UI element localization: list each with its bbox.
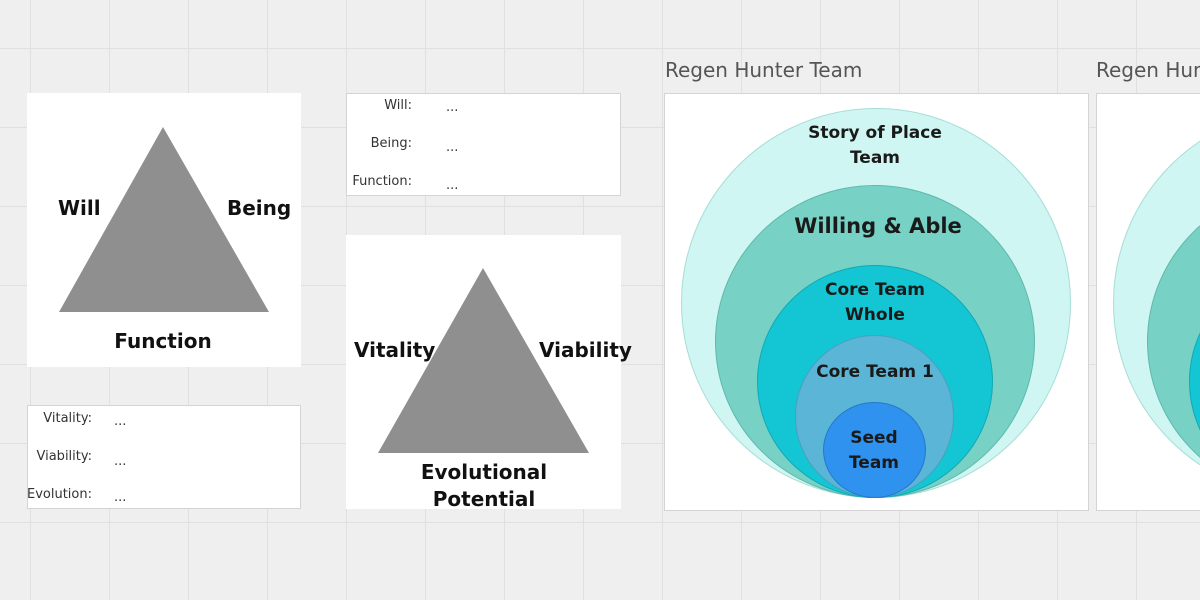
field-value[interactable]: ... xyxy=(114,414,127,429)
circle-label-core-team-1: Core Team 1 xyxy=(775,360,975,385)
vertex-label-being: Being xyxy=(227,196,292,220)
triangle-polygon xyxy=(59,127,269,312)
notes-row-evolution: Evolution: ... xyxy=(27,487,302,509)
notes-row-viability: Viability: ... xyxy=(28,449,302,473)
frame-regen-hunter-team-2[interactable] xyxy=(1096,93,1200,511)
field-value[interactable]: ... xyxy=(446,100,459,115)
triangle-polygon xyxy=(378,268,589,453)
circle-label-line: Willing & Able xyxy=(794,214,962,238)
field-label: Being: xyxy=(370,136,412,151)
frame-2-title-clip: Regen Hunter Team xyxy=(1096,58,1200,88)
field-value[interactable]: ... xyxy=(446,140,459,155)
vertex-label-function: Function xyxy=(114,329,212,353)
frame-title[interactable]: Regen Hunter Team xyxy=(665,58,863,82)
circle-label-story-of-place: Story of Place Team xyxy=(775,121,975,170)
vertex-label-evolutional: Evolutional xyxy=(420,460,548,484)
notes-row-function: Function: ... xyxy=(347,174,622,196)
notes-row-being: Being: ... xyxy=(347,136,622,160)
field-label: Viability: xyxy=(36,449,93,464)
vertex-label-vitality: Vitality xyxy=(354,338,436,362)
triangle-shape xyxy=(59,127,269,312)
field-value[interactable]: ... xyxy=(446,178,459,193)
triangle-card-vitality-viability[interactable]: Vitality Viability Evolutional Potential xyxy=(346,235,632,511)
circle-label-seed-team: Seed Team xyxy=(774,426,974,475)
circle-label-line: Core Team xyxy=(824,280,926,300)
notes-card-vitality-viability-evolution[interactable]: Vitality: ... Viability: ... Evolution: … xyxy=(27,405,301,509)
circle-label-line: Seed xyxy=(850,428,898,448)
vertex-label-potential: Potential xyxy=(432,487,536,511)
circle-seed-team[interactable] xyxy=(823,402,926,498)
field-label: Will: xyxy=(384,98,412,113)
notes-row-vitality: Vitality: ... xyxy=(28,411,302,435)
notes-card-will-being-function[interactable]: Will: ... Being: ... Function: ... xyxy=(346,93,621,196)
circle-label-line: Whole xyxy=(845,304,905,325)
notes-row-will: Will: ... xyxy=(347,98,622,122)
field-value[interactable]: ... xyxy=(114,454,127,469)
vertex-label-will: Will xyxy=(58,196,101,220)
field-label: Function: xyxy=(352,174,412,189)
circle-label-line: Story of Place xyxy=(808,123,942,143)
vertex-label-viability: Viability xyxy=(539,338,632,362)
frame-title[interactable]: Regen Hunter Team xyxy=(1096,58,1200,82)
field-label: Evolution: xyxy=(27,487,92,502)
triangle-card-will-being-function[interactable]: Will Being Function xyxy=(27,93,301,367)
circle-label-willing-and-able: Willing & Able xyxy=(778,211,978,241)
circle-label-line: Core Team 1 xyxy=(816,362,934,382)
circle-label-line: Team xyxy=(848,452,900,473)
triangle-shape xyxy=(378,268,589,453)
circle-label-core-team-whole: Core Team Whole xyxy=(775,278,975,327)
frame-regen-hunter-team[interactable]: Story of Place Team Willing & Able Core … xyxy=(664,93,1089,511)
field-value[interactable]: ... xyxy=(114,490,127,505)
field-label: Vitality: xyxy=(43,411,92,426)
circle-label-line: Team xyxy=(849,147,901,168)
